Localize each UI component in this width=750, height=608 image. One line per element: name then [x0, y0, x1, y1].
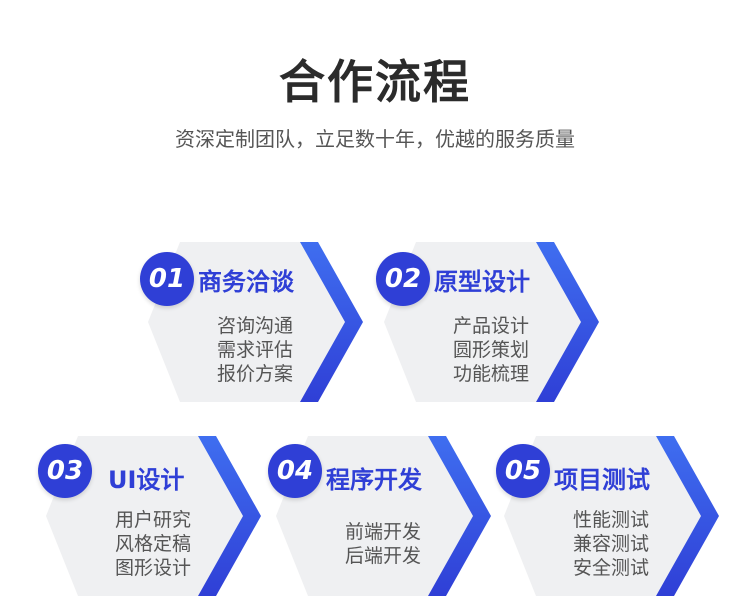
step-title: 程序开发 — [326, 466, 422, 494]
step-title: 原型设计 — [434, 268, 530, 296]
step-title: UI设计 — [108, 466, 185, 494]
step-detail-line: 性能测试 — [572, 509, 649, 531]
step-details: 用户研究 风格定稿 图形设计 — [78, 508, 228, 580]
step-card-01: 01 商务洽谈 咨询沟通 需求评估 报价方案 — [140, 232, 370, 412]
step-shape — [148, 242, 363, 402]
step-detail-line: 前端开发 — [344, 521, 421, 543]
step-title: 商务洽谈 — [198, 268, 294, 296]
step-number-badge: 05 — [496, 444, 550, 498]
step-title: 项目测试 — [554, 466, 650, 494]
step-detail-line: 后端开发 — [344, 545, 421, 567]
step-card-03: 03 UI设计 用户研究 风格定稿 图形设计 — [38, 428, 268, 608]
step-shape — [46, 436, 261, 596]
step-number-badge: 04 — [268, 444, 322, 498]
step-card-04: 04 程序开发 前端开发 后端开发 — [268, 428, 498, 608]
step-detail-line: 兼容测试 — [572, 533, 649, 555]
step-details: 性能测试 兼容测试 安全测试 — [536, 508, 686, 580]
step-shape — [504, 436, 719, 596]
step-card-02: 02 原型设计 产品设计 圆形策划 功能梳理 — [376, 232, 606, 412]
page-title: 合作流程 — [279, 55, 471, 109]
step-details: 咨询沟通 需求评估 报价方案 — [180, 314, 330, 386]
step-details: 前端开发 后端开发 — [308, 520, 458, 568]
step-shape — [384, 242, 599, 402]
step-detail-line: 圆形策划 — [452, 339, 529, 361]
step-detail-line: 用户研究 — [114, 509, 191, 531]
step-details: 产品设计 圆形策划 功能梳理 — [416, 314, 566, 386]
step-detail-line: 功能梳理 — [452, 363, 529, 385]
step-shape — [276, 436, 491, 596]
step-detail-line: 产品设计 — [452, 315, 529, 337]
step-detail-line: 风格定稿 — [114, 533, 191, 555]
step-number-badge: 03 — [38, 444, 92, 498]
step-number-badge: 02 — [376, 252, 430, 306]
step-detail-line: 需求评估 — [216, 339, 293, 361]
step-detail-line: 咨询沟通 — [216, 315, 293, 337]
step-card-05: 05 项目测试 性能测试 兼容测试 安全测试 — [496, 428, 726, 608]
step-number-badge: 01 — [140, 252, 194, 306]
step-detail-line: 图形设计 — [114, 557, 191, 579]
step-detail-line: 报价方案 — [216, 363, 293, 385]
page-subtitle: 资深定制团队，立足数十年，优越的服务质量 — [175, 127, 575, 151]
step-detail-line: 安全测试 — [572, 557, 649, 579]
